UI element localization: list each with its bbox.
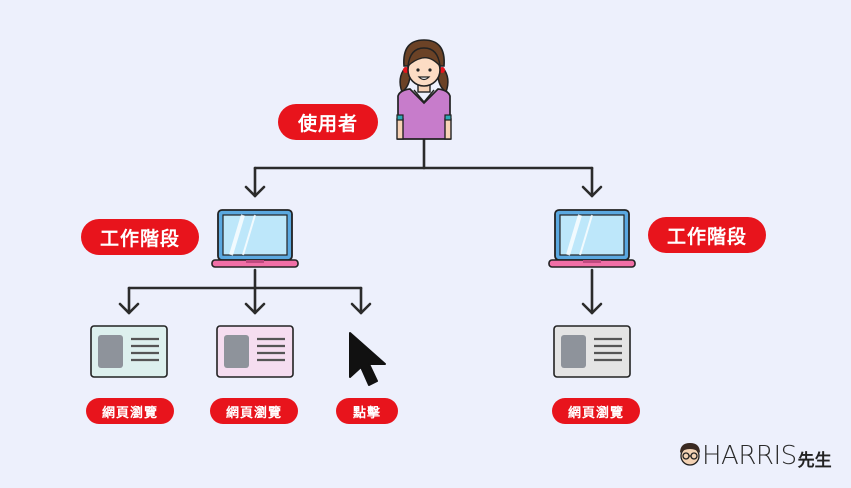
laptop-icon-right-session <box>548 209 636 268</box>
arrow-page-3 <box>581 302 603 315</box>
webpage-card-icon-2 <box>216 325 294 378</box>
session-label-left: 工作階段 <box>81 219 199 255</box>
brand-logo: HARRIS 先生 <box>680 440 832 472</box>
connector-lines <box>118 138 603 315</box>
page-view-label-2: 網頁瀏覽 <box>210 398 298 424</box>
page-view-label-3: 網頁瀏覽 <box>552 398 640 424</box>
user-label: 使用者 <box>278 104 378 140</box>
arrow-page-2 <box>244 302 266 315</box>
user-icon <box>396 39 452 140</box>
arrow-click <box>350 302 372 315</box>
session-label-right: 工作階段 <box>648 217 766 253</box>
webpage-card-icon-1 <box>90 325 168 378</box>
arrow-left-session <box>244 185 266 198</box>
webpage-card-icon-3 <box>553 325 631 378</box>
mouse-cursor-icon <box>349 332 386 386</box>
logo-suffix: 先生 <box>797 450 832 471</box>
page-view-label-1: 網頁瀏覽 <box>86 398 174 424</box>
arrow-right-session <box>581 185 603 198</box>
logo-word: HARRIS <box>702 441 797 471</box>
laptop-icon-left-session <box>211 209 299 268</box>
logo-face-icon <box>680 443 700 466</box>
click-label: 點擊 <box>336 398 398 424</box>
arrow-page-1 <box>118 302 140 315</box>
